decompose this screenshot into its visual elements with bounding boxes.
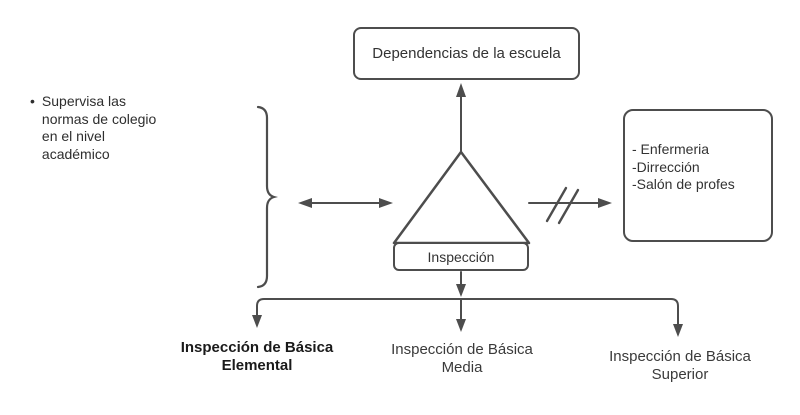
supervisa-note: • Supervisa las normas de colegio en el …: [30, 93, 156, 163]
branch-connector: [252, 298, 683, 337]
triangle-shape: [392, 150, 531, 245]
inspeccion-box: Inspección: [393, 242, 529, 271]
dependencias-box-label: Dependencias de la escuela: [372, 45, 561, 62]
list-item-salon: -Salón de profes: [632, 176, 735, 192]
slash-mark: [545, 186, 568, 223]
bidirectional-arrow: [298, 198, 393, 208]
down-arrow-center: [456, 271, 466, 297]
label-basica-media: Inspección de Básica Media: [391, 341, 533, 376]
bullet-marker: •: [30, 93, 35, 109]
curly-brace-shape: [256, 105, 278, 289]
label-basica-superior: Inspección de Básica Superior: [609, 348, 751, 383]
blocked-arrow: [528, 186, 612, 225]
list-item-direccion: -Dirrección: [632, 158, 700, 175]
label-basica-elemental: Inspección de Básica Elemental: [180, 339, 334, 374]
dependencias-box: Dependencias de la escuela: [353, 27, 580, 80]
list-item-enfermeria: - Enfermeria: [632, 141, 710, 157]
slash-mark: [557, 188, 580, 225]
inspeccion-box-label: Inspección: [427, 248, 495, 265]
up-arrow: [456, 83, 466, 152]
dependencias-list-box: - Enfermeria -Dirrección -Salón de profe…: [623, 109, 773, 242]
supervisa-note-text: Supervisa las normas de colegio en el ni…: [41, 93, 157, 162]
